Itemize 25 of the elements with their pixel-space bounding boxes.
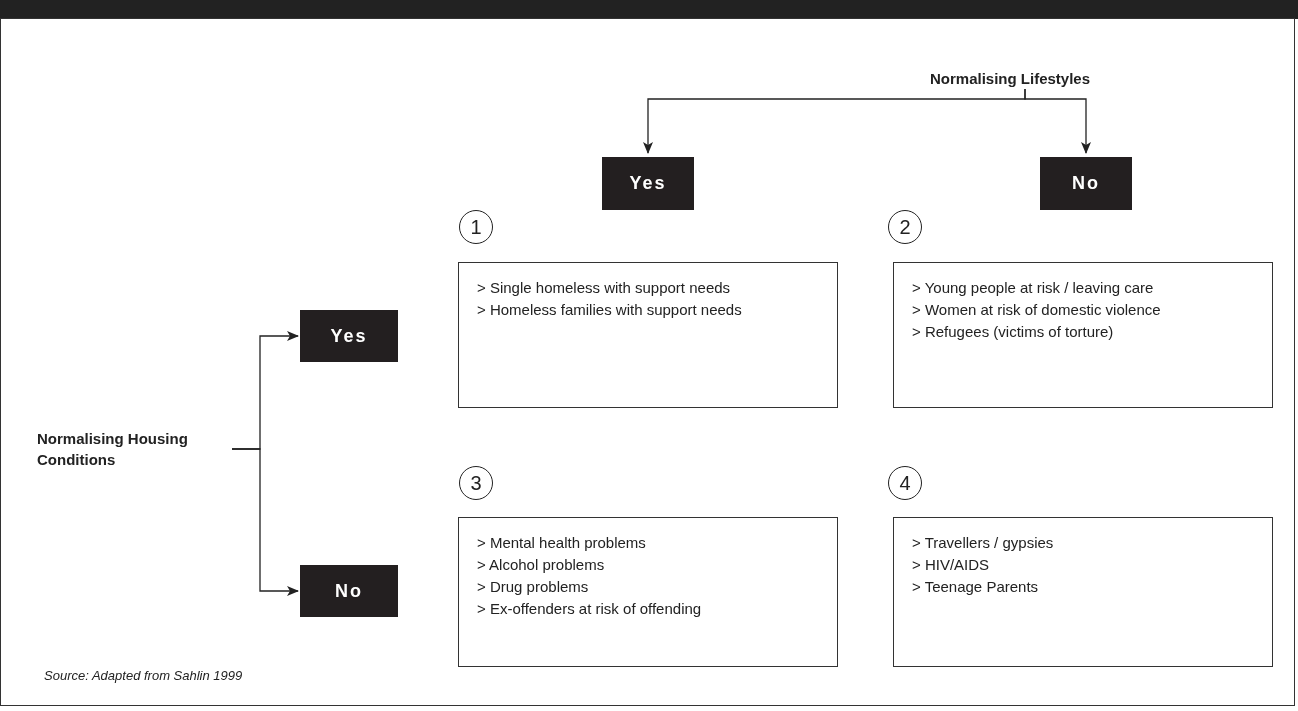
list-item: > Drug problems [477,577,590,597]
list-item: > Teenage Parents [912,577,1040,597]
no-label: No [300,565,398,617]
list-item: > Women at risk of domestic violence [912,300,1162,320]
arrow [1024,88,1091,154]
list-item: > Alcohol problems [477,555,606,575]
category-box [458,517,838,667]
list-item: > HIV/AIDS [912,555,991,575]
yes-label: Yes [602,157,694,210]
list-item: > Homeless families with support needs [477,300,743,320]
list-item: > Young people at risk / leaving care [912,278,1155,298]
arrow [231,448,299,596]
category-box [458,262,838,408]
caption: Source: Adapted from Sahlin 1999 [44,668,243,683]
heading-text: Normalising Housing Conditions [37,428,232,470]
list-item: > Mental health problems [477,533,647,553]
category-box [893,262,1273,408]
list-item: > Refugees (victims of torture) [912,322,1115,342]
no-label: No [1040,157,1132,210]
list-item: > Ex-offenders at risk of offending [477,599,703,619]
list-item: > Travellers / gypsies [912,533,1055,553]
heading-text: Normalising Lifestyles [930,68,1120,89]
list-item: > Single homeless with support needs [477,278,732,298]
category-box [893,517,1273,667]
yes-label: Yes [300,310,398,362]
